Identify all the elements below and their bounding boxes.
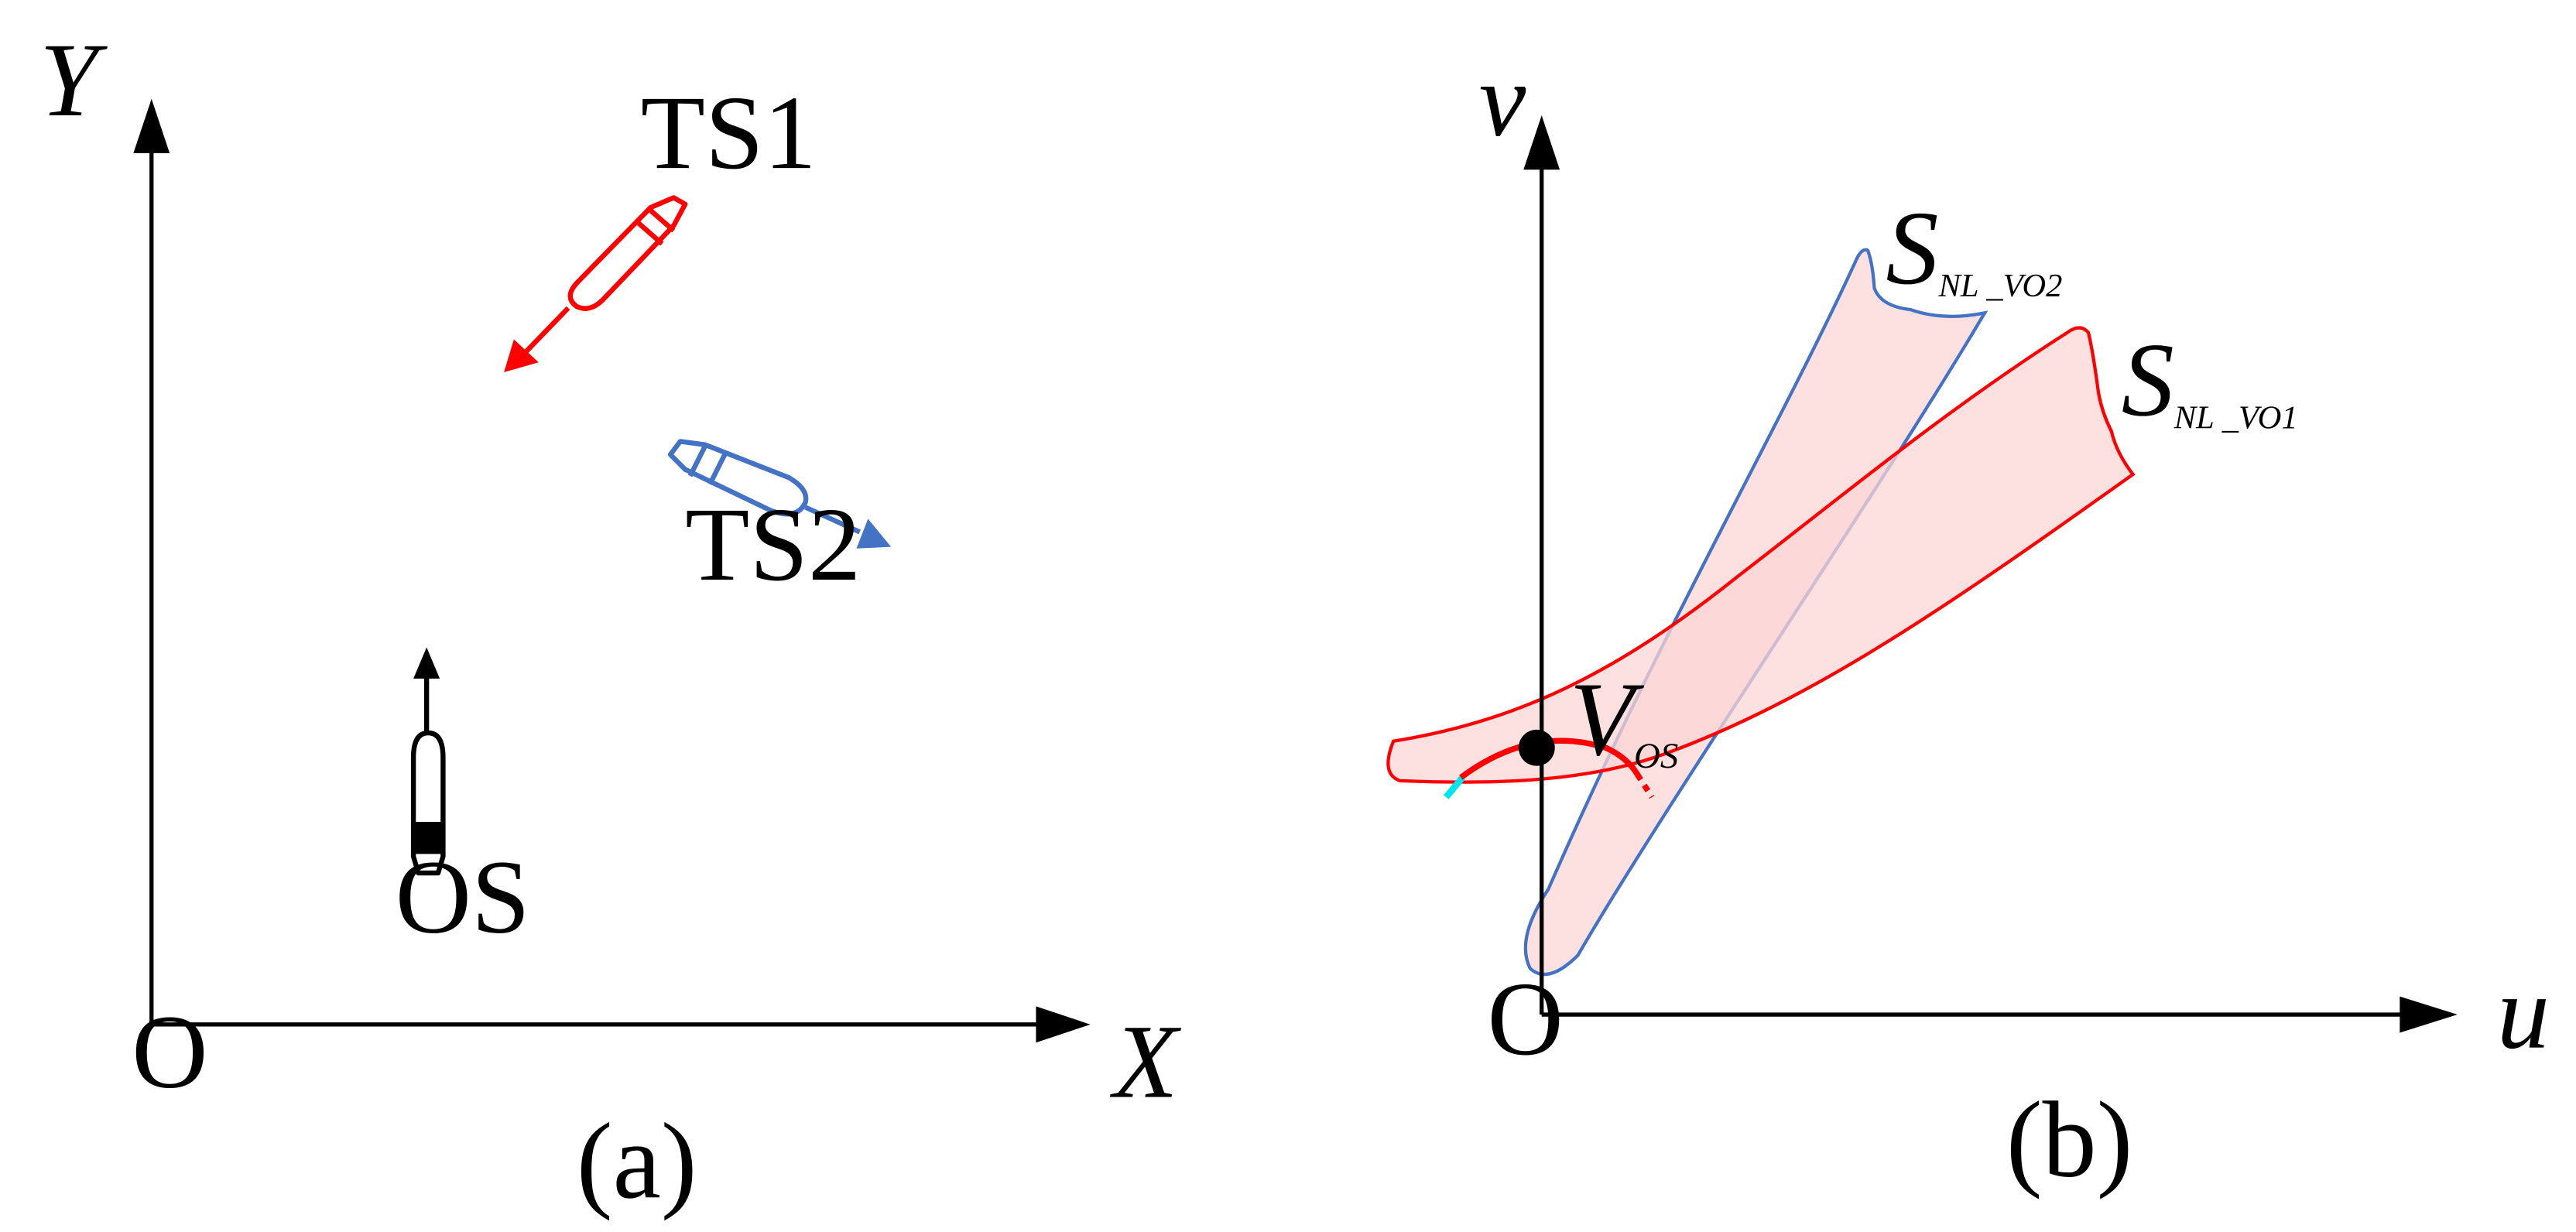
- vo1-label-main: S: [2122, 322, 2174, 438]
- panel-b-v-label: v: [1479, 43, 1526, 159]
- panel-a-x-arrowhead: [1036, 1006, 1091, 1043]
- vo1-region: [1386, 326, 2136, 784]
- vo2-label-main: S: [1886, 190, 1938, 306]
- vo2-label-sub: NL _VO2: [1938, 268, 2063, 304]
- panel-a: Y X O TS1 TS2 OS (a): [39, 22, 1181, 1221]
- panel-b-origin-label: O: [1487, 961, 1563, 1077]
- vos-point: [1518, 729, 1555, 766]
- ts1-ship-icon: [504, 195, 688, 373]
- panel-b-caption: (b): [2006, 1080, 2133, 1200]
- os-ship-icon: [410, 647, 446, 876]
- panel-b-u-arrowhead: [2400, 996, 2458, 1033]
- vos-curve-red: [1459, 737, 1640, 780]
- panel-b-axes: [1523, 115, 2458, 1033]
- vo2-label: SNL _VO2: [1886, 190, 2062, 306]
- ts1-label: TS1: [641, 75, 817, 191]
- panel-a-y-arrowhead: [133, 98, 170, 153]
- os-label: OS: [396, 840, 530, 956]
- vos-label: VOS: [1570, 662, 1678, 778]
- panel-a-y-label: Y: [39, 22, 108, 139]
- vos-curve-dotted: [1634, 772, 1655, 799]
- panel-a-axes: [133, 98, 1091, 1043]
- ts2-label: TS2: [685, 487, 861, 603]
- vo1-label: SNL _VO1: [2122, 322, 2298, 438]
- vo1-label-sub: NL _VO1: [2174, 399, 2298, 436]
- panel-a-caption: (a): [577, 1101, 697, 1221]
- panel-b-v-arrowhead: [1523, 115, 1560, 170]
- panel-b-u-label: u: [2497, 955, 2550, 1071]
- vos-curve-cyan: [1444, 775, 1465, 799]
- panel-b: v u O SNL _VO2 SNL _VO1 VOS (b): [1386, 43, 2550, 1200]
- vos-label-main: V: [1570, 662, 1645, 778]
- vos-label-sub: OS: [1634, 736, 1678, 776]
- panel-a-origin-label: O: [132, 994, 207, 1111]
- ts2-ship-icon: [667, 439, 892, 549]
- panel-a-x-label: X: [1109, 1004, 1181, 1120]
